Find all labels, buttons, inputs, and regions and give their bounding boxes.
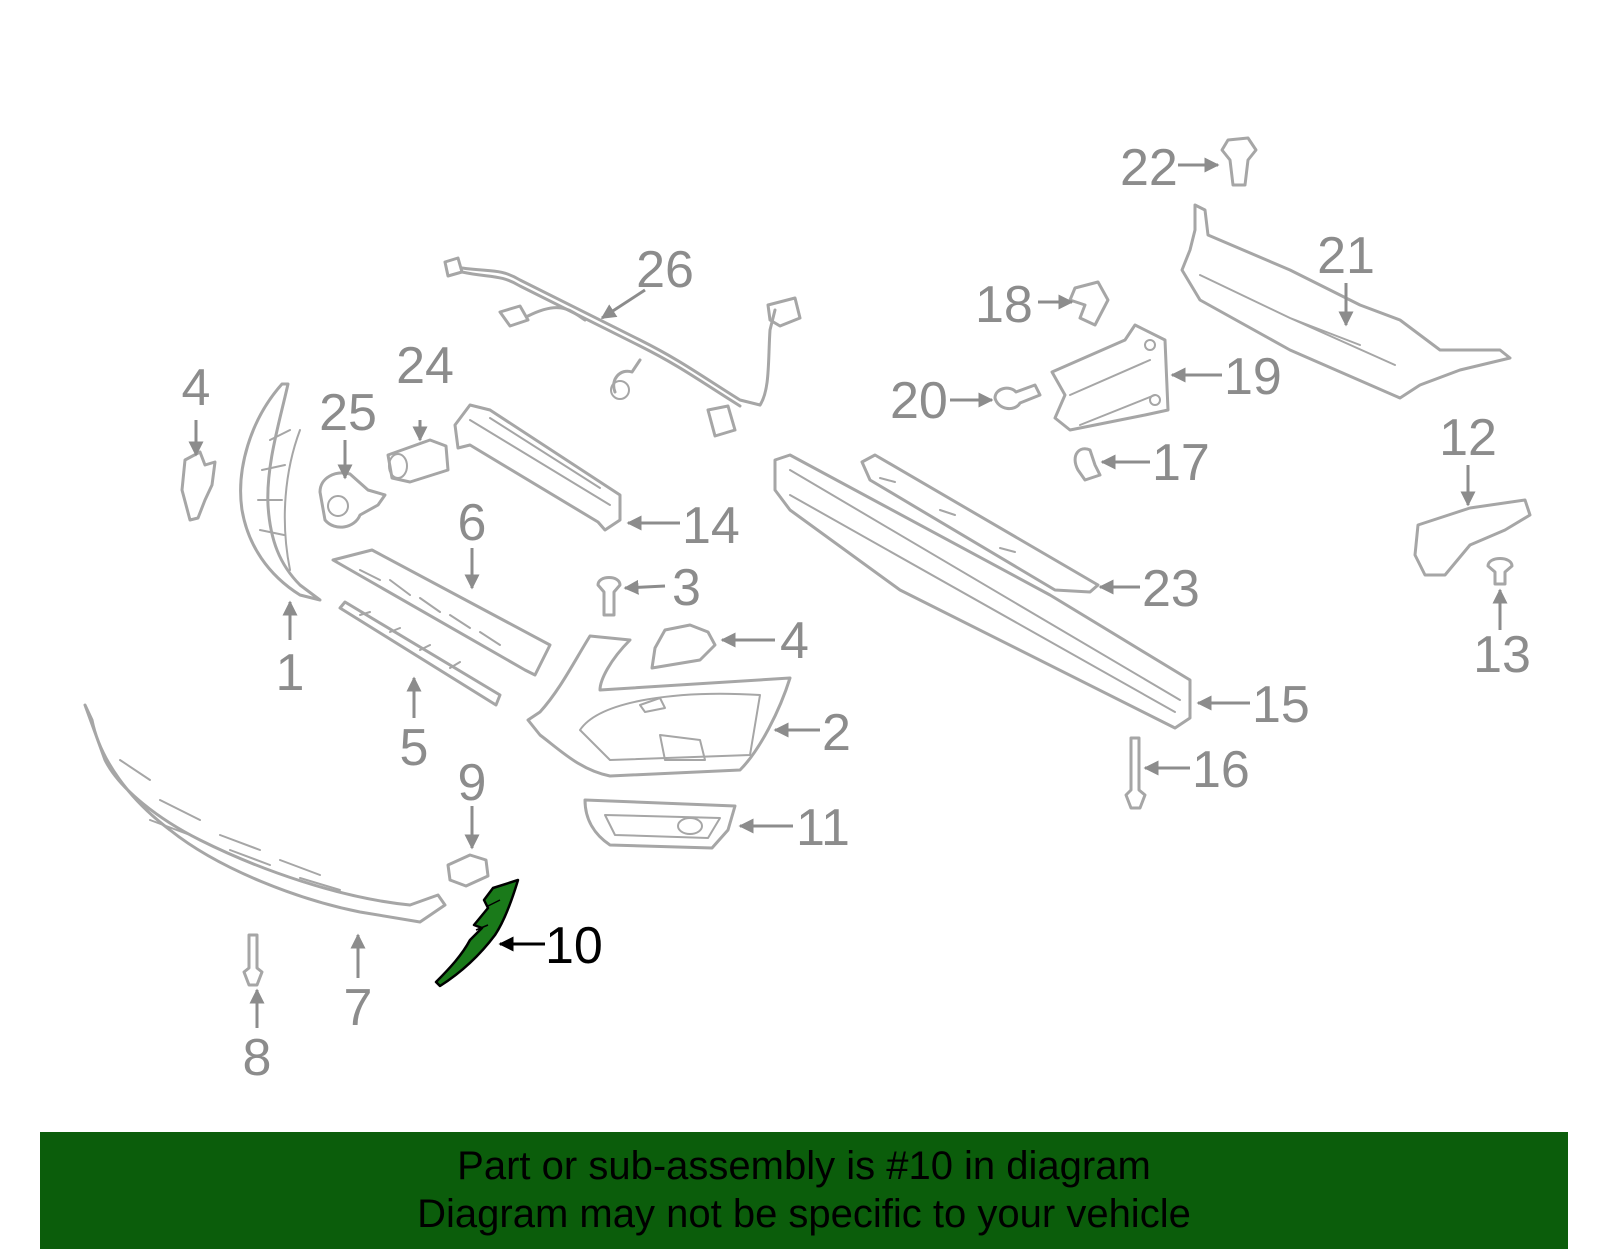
- part-11-fog-bezel: [583, 798, 737, 850]
- callout-10-highlighted[interactable]: 10: [545, 917, 603, 975]
- part-6-grille-insert: [331, 548, 552, 677]
- info-banner: Part or sub-assembly is #10 in diagram D…: [40, 1132, 1568, 1249]
- exploded-parts-diagram: 1 2 3 4 4 5 6 7 8 9 10 11 12 13 14 15 16…: [83, 136, 1532, 1087]
- callout-8: 8: [243, 1029, 272, 1087]
- part-12-side-bracket: [1413, 498, 1532, 577]
- callout-1: 1: [276, 644, 305, 702]
- part-17-clip: [1073, 447, 1102, 482]
- part-24-park-sensor: [386, 438, 450, 484]
- part-14-absorber: [453, 403, 622, 532]
- callout-7: 7: [344, 979, 373, 1037]
- banner-line-part-info: Part or sub-assembly is #10 in diagram: [457, 1144, 1151, 1188]
- callout-26: 26: [636, 241, 694, 299]
- callout-22: 22: [1120, 139, 1178, 197]
- callout-6: 6: [458, 494, 487, 552]
- part-13-clip: [1486, 557, 1514, 586]
- callout-25: 25: [319, 384, 377, 442]
- callout-4-right: 4: [780, 612, 809, 670]
- callout-labels: 1 2 3 4 4 5 6 7 8 9 10 11 12 13 14 15 16…: [182, 139, 1531, 1087]
- part-10-highlighted-bracket[interactable]: [434, 878, 520, 988]
- part-1-side-trim: [239, 382, 322, 602]
- callout-12: 12: [1439, 409, 1497, 467]
- part-19-bracket: [1050, 323, 1170, 432]
- callout-17: 17: [1152, 434, 1210, 492]
- callout-16: 16: [1192, 741, 1250, 799]
- part-25-sensor: [318, 471, 387, 529]
- callout-4-left: 4: [182, 359, 211, 417]
- part-5-lower-strip: [338, 600, 502, 707]
- callout-18: 18: [975, 276, 1033, 334]
- callout-3: 3: [672, 559, 701, 617]
- callout-13: 13: [1473, 626, 1531, 684]
- part-15-reinforcement-beam: [773, 453, 1192, 730]
- callout-21: 21: [1317, 227, 1375, 285]
- part-3-push-clip: [596, 576, 622, 617]
- part-9-clip: [446, 853, 490, 888]
- callout-5: 5: [400, 719, 429, 777]
- part-18-clip: [1068, 280, 1110, 327]
- callout-24: 24: [396, 337, 454, 395]
- part-26-wire-harness: [443, 256, 802, 438]
- part-4-bracket-left: [180, 450, 217, 522]
- part-4-bracket-right: [650, 623, 717, 670]
- callout-2: 2: [822, 704, 851, 762]
- callout-23: 23: [1142, 560, 1200, 618]
- callout-15: 15: [1252, 676, 1310, 734]
- part-16-bolt: [1124, 736, 1147, 810]
- callout-19: 19: [1224, 348, 1282, 406]
- part-23-absorber-strip: [860, 453, 1100, 594]
- banner-line-disclaimer: Diagram may not be specific to your vehi…: [417, 1192, 1191, 1236]
- callout-14: 14: [682, 497, 740, 555]
- callout-20: 20: [890, 372, 948, 430]
- part-8-screw: [242, 933, 264, 987]
- part-21-upper-deflector: [1180, 203, 1512, 400]
- leader-lines: [188, 157, 1508, 1028]
- part-7-lower-valance: [83, 703, 447, 924]
- callout-11: 11: [796, 799, 850, 857]
- part-2-bezel: [526, 634, 792, 778]
- part-22-push-pin: [1220, 136, 1258, 187]
- callout-9: 9: [458, 754, 487, 812]
- part-20-bolt: [993, 383, 1042, 411]
